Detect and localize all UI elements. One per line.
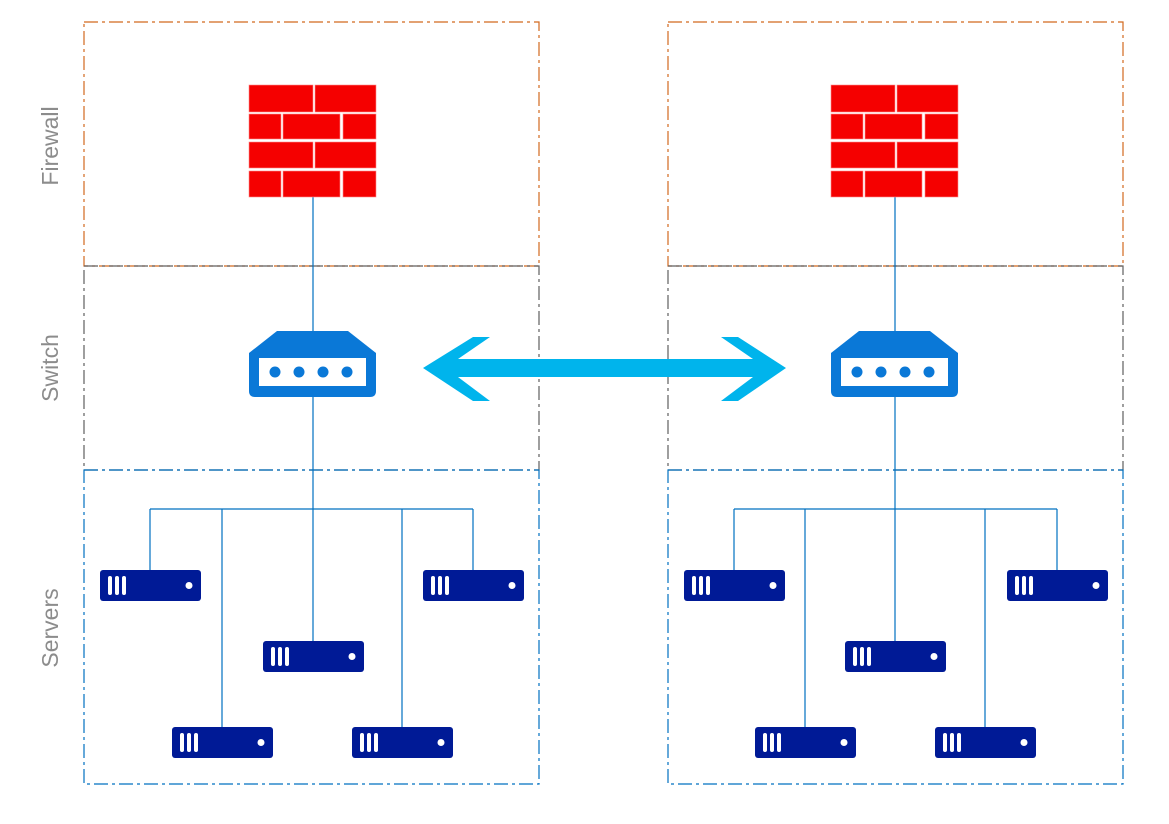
server-icon xyxy=(845,641,946,672)
server-vent-slot xyxy=(122,576,126,595)
firewall-brick xyxy=(924,170,959,198)
firewall-brick xyxy=(830,141,896,169)
firewall-brick xyxy=(830,170,864,198)
server-vent-slot xyxy=(180,733,184,752)
server-icon xyxy=(935,727,1036,758)
server-icon xyxy=(100,570,201,601)
firewall-brick xyxy=(864,113,923,140)
server-icon xyxy=(755,727,856,758)
switch-port-dot xyxy=(923,366,935,378)
server-status-led xyxy=(437,739,445,746)
firewall-brick xyxy=(924,113,959,140)
lane-label-servers: Servers xyxy=(37,588,63,667)
bidirectional-link-arrow xyxy=(423,337,786,401)
firewall-brick xyxy=(282,113,341,140)
server-status-led xyxy=(1092,582,1100,589)
firewall-brick xyxy=(314,141,377,169)
server-status-led xyxy=(185,582,193,589)
switch-port-dot xyxy=(851,366,863,378)
firewall-icon xyxy=(248,84,377,198)
switch-port-dot xyxy=(293,366,305,378)
firewall-brick xyxy=(314,84,377,113)
firewall-brick xyxy=(830,113,864,140)
server-vent-slot xyxy=(853,647,857,666)
firewall-brick xyxy=(830,84,896,113)
server-vent-slot xyxy=(692,576,696,595)
server-vent-slot xyxy=(860,647,864,666)
server-vent-slot xyxy=(431,576,435,595)
server-vent-slot xyxy=(699,576,703,595)
server-vent-slot xyxy=(1022,576,1026,595)
site-column-2 xyxy=(667,21,1124,785)
switch-port-dot xyxy=(875,366,887,378)
server-vent-slot xyxy=(770,733,774,752)
server-vent-slot xyxy=(706,576,710,595)
server-vent-slot xyxy=(445,576,449,595)
server-vent-slot xyxy=(438,576,442,595)
server-vent-slot xyxy=(950,733,954,752)
firewall-brick xyxy=(896,84,959,113)
server-vent-slot xyxy=(867,647,871,666)
switch-port-dot xyxy=(317,366,329,378)
server-icon xyxy=(1007,570,1108,601)
server-vent-slot xyxy=(943,733,947,752)
server-vent-slot xyxy=(777,733,781,752)
server-icon xyxy=(172,727,273,758)
switch-icon xyxy=(831,331,958,397)
server-vent-slot xyxy=(278,647,282,666)
server-status-led xyxy=(1020,739,1028,746)
server-vent-slot xyxy=(763,733,767,752)
server-vent-slot xyxy=(367,733,371,752)
switch-port-dot xyxy=(269,366,281,378)
server-icon xyxy=(684,570,785,601)
server-vent-slot xyxy=(957,733,961,752)
server-vent-slot xyxy=(187,733,191,752)
server-vent-slot xyxy=(115,576,119,595)
server-vent-slot xyxy=(1029,576,1033,595)
server-status-led xyxy=(930,653,938,660)
switch-icon xyxy=(249,331,376,397)
firewall-brick xyxy=(864,170,923,198)
firewall-brick xyxy=(896,141,959,169)
firewall-brick xyxy=(248,113,282,140)
server-vent-slot xyxy=(360,733,364,752)
firewall-icon xyxy=(830,84,959,198)
switch-port-dot xyxy=(341,366,353,378)
server-vent-slot xyxy=(285,647,289,666)
server-vent-slot xyxy=(108,576,112,595)
server-status-led xyxy=(769,582,777,589)
server-vent-slot xyxy=(374,733,378,752)
lane-label-switch: Switch xyxy=(37,334,63,402)
firewall-brick xyxy=(248,141,314,169)
server-icon xyxy=(263,641,364,672)
server-status-led xyxy=(348,653,356,660)
firewall-brick xyxy=(342,113,377,140)
server-vent-slot xyxy=(1015,576,1019,595)
firewall-brick xyxy=(282,170,341,198)
switch-port-dot xyxy=(899,366,911,378)
lane-label-firewall: Firewall xyxy=(37,106,63,185)
server-vent-slot xyxy=(271,647,275,666)
site-column-1 xyxy=(83,21,540,785)
firewall-brick xyxy=(342,170,377,198)
firewall-brick xyxy=(248,84,314,113)
server-status-led xyxy=(840,739,848,746)
firewall-brick xyxy=(248,170,282,198)
server-status-led xyxy=(508,582,516,589)
server-icon xyxy=(423,570,524,601)
server-vent-slot xyxy=(194,733,198,752)
lane-servers-box xyxy=(83,469,540,785)
server-icon xyxy=(352,727,453,758)
server-status-led xyxy=(257,739,265,746)
